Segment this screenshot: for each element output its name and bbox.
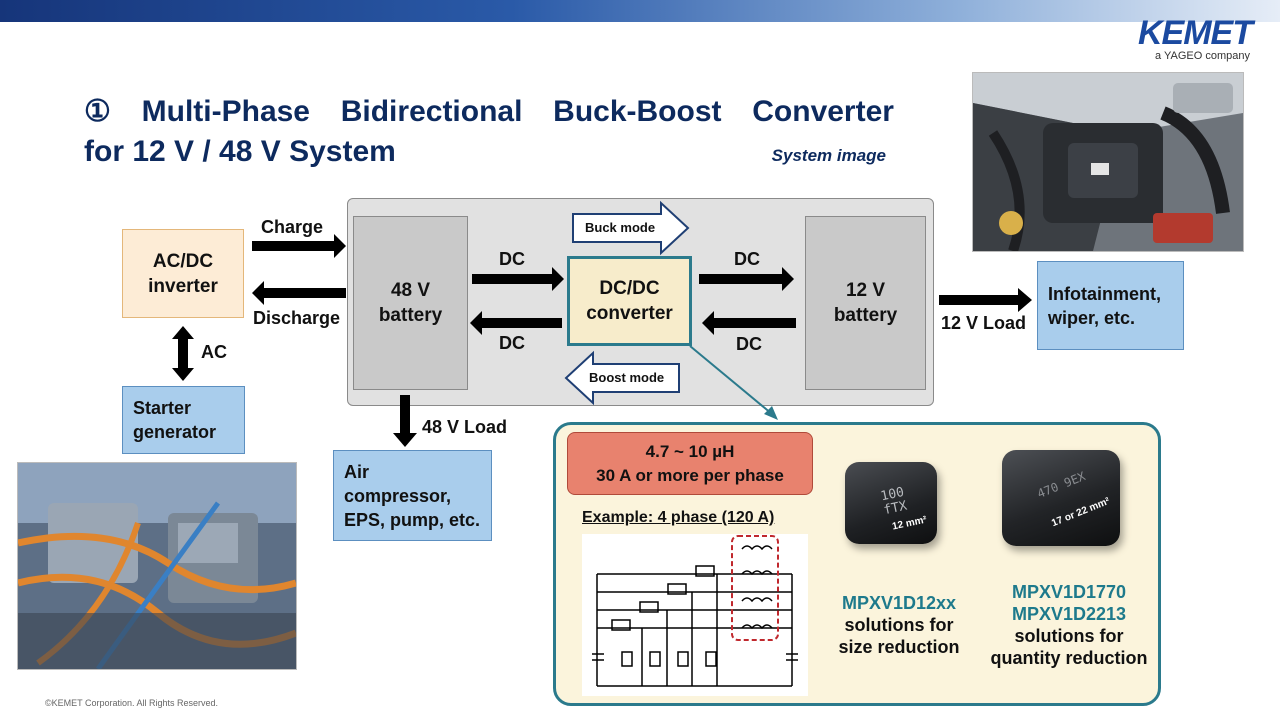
load48-arrow [393, 395, 417, 447]
ac-label: AC [201, 342, 227, 362]
air-compressor-label: Air compressor, EPS, pump, etc. [344, 461, 481, 530]
top-banner [0, 0, 1280, 22]
ac-arrow [172, 326, 194, 381]
acdc-inverter-box: AC/DC inverter [122, 229, 244, 318]
title-word-4: Converter [752, 95, 894, 128]
load48-label: 48 V Load [422, 417, 508, 437]
four-phase-schematic [582, 534, 808, 696]
system-image-label: System image [771, 146, 886, 165]
buck-mode-label: Buck mode [585, 220, 656, 235]
charge-arrow [252, 234, 346, 258]
title-line-2: for 12 V / 48 V System [84, 135, 396, 168]
title-word-3: Buck-Boost [553, 95, 722, 128]
battery-12v-box: 12 V battery [805, 216, 926, 390]
dc-label-in-bottom: DC [499, 333, 525, 353]
battery-48v-label: 48 V battery [378, 280, 443, 326]
discharge-arrow [252, 281, 346, 305]
part1-description: MPXV1D12xx solutions for size reduction [826, 592, 972, 658]
title-number: ① [84, 95, 111, 128]
page-title: ① Multi-Phase Bidirectional Buck-Boost C… [84, 92, 894, 172]
infotainment-label: Infotainment, wiper, etc. [1048, 283, 1161, 328]
dcdc-converter-label: DC/DC converter [586, 278, 673, 324]
logo-main-text: KEMET [1138, 14, 1253, 52]
part1-desc-line1: solutions for [844, 615, 954, 635]
part1-desc-line2: size reduction [838, 637, 960, 657]
starter-generator-label: Starter generator [133, 398, 217, 442]
boost-mode-label: Boost mode [589, 370, 665, 385]
callout-connector [689, 345, 773, 415]
load12-arrow [939, 288, 1032, 312]
copyright-footer: ©KEMET Corporation. All Rights Reserved. [45, 698, 219, 708]
part2-name-2: MPXV1D2213 [1011, 604, 1127, 624]
dc-arrow-out-top [699, 267, 794, 291]
spec-current: 30 A or more per phase [596, 465, 784, 485]
dc-label-out-bottom: DC [736, 334, 762, 354]
logo-sub-text: a YAGEO company [1155, 50, 1250, 62]
buck-mode-arrow [572, 200, 690, 256]
part2-desc-line2: quantity reduction [990, 648, 1148, 668]
part2-desc-line1: solutions for [1014, 626, 1124, 646]
inductor-12mm-image [845, 462, 937, 544]
dc-label-in-top: DC [499, 249, 525, 269]
part2-description: MPXV1D1770 MPXV1D2213 solutions for quan… [980, 581, 1158, 669]
dc-arrow-out-bottom [702, 311, 796, 335]
engine-photo [972, 72, 1244, 252]
load12-label: 12 V Load [941, 313, 1027, 333]
dc-arrow-in-bottom [470, 311, 562, 335]
spec-box: 4.7 ~ 10 µH 30 A or more per phase [567, 432, 813, 495]
motor-photo [17, 462, 297, 670]
charge-label: Charge [261, 217, 324, 237]
kemet-logo: KEMET a YAGEO company [1112, 14, 1253, 66]
spec-inductance: 4.7 ~ 10 µH [645, 441, 735, 461]
example-label: Example: 4 phase (120 A) [582, 509, 775, 526]
air-compressor-box: Air compressor, EPS, pump, etc. [333, 450, 492, 541]
dc-arrow-in-top [472, 267, 564, 291]
battery-48v-box: 48 V battery [353, 216, 468, 390]
inductor-17-22mm-image [1002, 450, 1120, 546]
part2-name-1: MPXV1D1770 [1011, 582, 1127, 602]
dcdc-converter-box: DC/DC converter [567, 256, 692, 346]
title-word-2: Bidirectional [340, 95, 523, 128]
title-word-1: Multi-Phase [141, 95, 310, 128]
part1-name: MPXV1D12xx [841, 593, 957, 613]
battery-12v-label: 12 V battery [833, 280, 898, 326]
starter-generator-box: Starter generator [122, 386, 245, 454]
boost-mode-arrow [564, 350, 680, 406]
acdc-inverter-label: AC/DC inverter [148, 250, 218, 297]
infotainment-box: Infotainment, wiper, etc. [1037, 261, 1184, 350]
discharge-label: Discharge [253, 308, 341, 328]
dc-label-out-top: DC [734, 249, 760, 269]
